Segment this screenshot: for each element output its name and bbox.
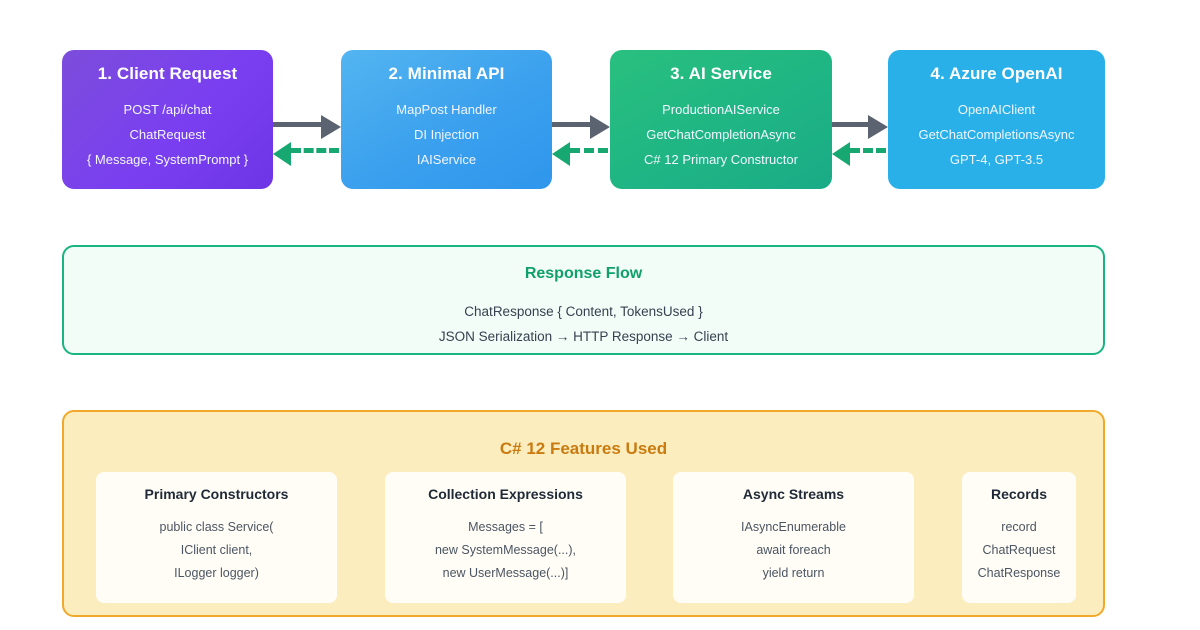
feature-card-line: ChatResponse xyxy=(977,566,1061,580)
response-flow-title: Response Flow xyxy=(524,265,643,282)
feature-card-line: IClient client, xyxy=(180,543,253,557)
stage-detail-line: POST /api/chat xyxy=(123,102,212,117)
feature-card-async-streams[interactable]: Async Streams IAsyncEnumerable await for… xyxy=(673,472,914,603)
feature-card-collection-expressions[interactable]: Collection Expressions Messages = [ new … xyxy=(385,472,626,603)
stage-detail-line: { Message, SystemPrompt } xyxy=(86,152,249,167)
stage-detail-line: ChatRequest xyxy=(129,127,206,142)
arrowhead-left-icon xyxy=(832,142,850,166)
stage-title: 3. AI Service xyxy=(670,64,772,83)
feature-card-line: await foreach xyxy=(756,543,831,557)
feature-card-title: Collection Expressions xyxy=(428,486,583,502)
feature-card-primary-constructors[interactable]: Primary Constructors public class Servic… xyxy=(96,472,337,603)
return-arrow-icon xyxy=(552,142,608,166)
stage-detail-line: MapPost Handler xyxy=(396,102,497,117)
feature-card-line: public class Service( xyxy=(159,520,274,534)
pipeline-stage-client-request[interactable]: 1. Client Request POST /api/chat ChatReq… xyxy=(62,50,273,189)
features-panel-title: C# 12 Features Used xyxy=(499,439,668,458)
forward-arrow-icon xyxy=(832,115,888,139)
forward-arrow-icon xyxy=(273,115,341,139)
arrowhead-right-icon xyxy=(590,115,610,139)
stage-detail-line: ProductionAIService xyxy=(662,102,780,117)
arrowhead-right-icon xyxy=(321,115,341,139)
response-flow-panel: Response Flow ChatResponse { Content, To… xyxy=(62,245,1105,355)
feature-card-line: IAsyncEnumerable xyxy=(741,520,846,534)
feature-card-title: Async Streams xyxy=(742,486,845,502)
stage-detail-line: C# 12 Primary Constructor xyxy=(644,152,798,167)
response-flow-line: ChatResponse { Content, TokensUsed } xyxy=(464,304,703,319)
arrowhead-left-icon xyxy=(273,142,291,166)
pipeline-stage-ai-service[interactable]: 3. AI Service ProductionAIService GetCha… xyxy=(610,50,832,189)
stage-detail-line: GetChatCompletionAsync xyxy=(646,127,796,142)
stage-detail-line: GetChatCompletionsAsync xyxy=(918,127,1075,142)
arrowhead-left-icon xyxy=(552,142,570,166)
stage-title: 1. Client Request xyxy=(97,64,238,83)
pipeline-stage-minimal-api[interactable]: 2. Minimal API MapPost Handler DI Inject… xyxy=(341,50,552,189)
stage-title: 2. Minimal API xyxy=(388,64,505,83)
pipeline-stage-azure-openai[interactable]: 4. Azure OpenAI OpenAIClient GetChatComp… xyxy=(888,50,1105,189)
return-arrow-icon xyxy=(832,142,886,166)
stage-detail-line: DI Injection xyxy=(413,127,480,142)
feature-card-title: Primary Constructors xyxy=(144,486,289,502)
stage-detail-line: OpenAIClient xyxy=(957,102,1036,117)
response-flow-line: JSON Serialization → HTTP Response → Cli… xyxy=(438,329,729,344)
feature-card-line: record xyxy=(1001,520,1037,534)
return-arrow-icon xyxy=(273,142,339,166)
feature-card-line: Messages = [ xyxy=(468,520,543,534)
feature-card-records[interactable]: Records record ChatRequest ChatResponse xyxy=(962,472,1076,603)
stage-detail-line: GPT-4, GPT-3.5 xyxy=(949,152,1044,167)
stage-title: 4. Azure OpenAI xyxy=(930,64,1063,83)
feature-card-line: ChatRequest xyxy=(982,543,1056,557)
stage-detail-line: IAIService xyxy=(416,152,477,167)
forward-arrow-icon xyxy=(552,115,610,139)
feature-card-line: new SystemMessage(...), xyxy=(434,543,576,557)
feature-card-line: new UserMessage(...)] xyxy=(442,566,569,580)
feature-card-line: ILogger logger) xyxy=(174,566,259,580)
feature-card-title: Records xyxy=(990,486,1048,502)
feature-card-line: yield return xyxy=(762,566,825,580)
arrowhead-right-icon xyxy=(868,115,888,139)
